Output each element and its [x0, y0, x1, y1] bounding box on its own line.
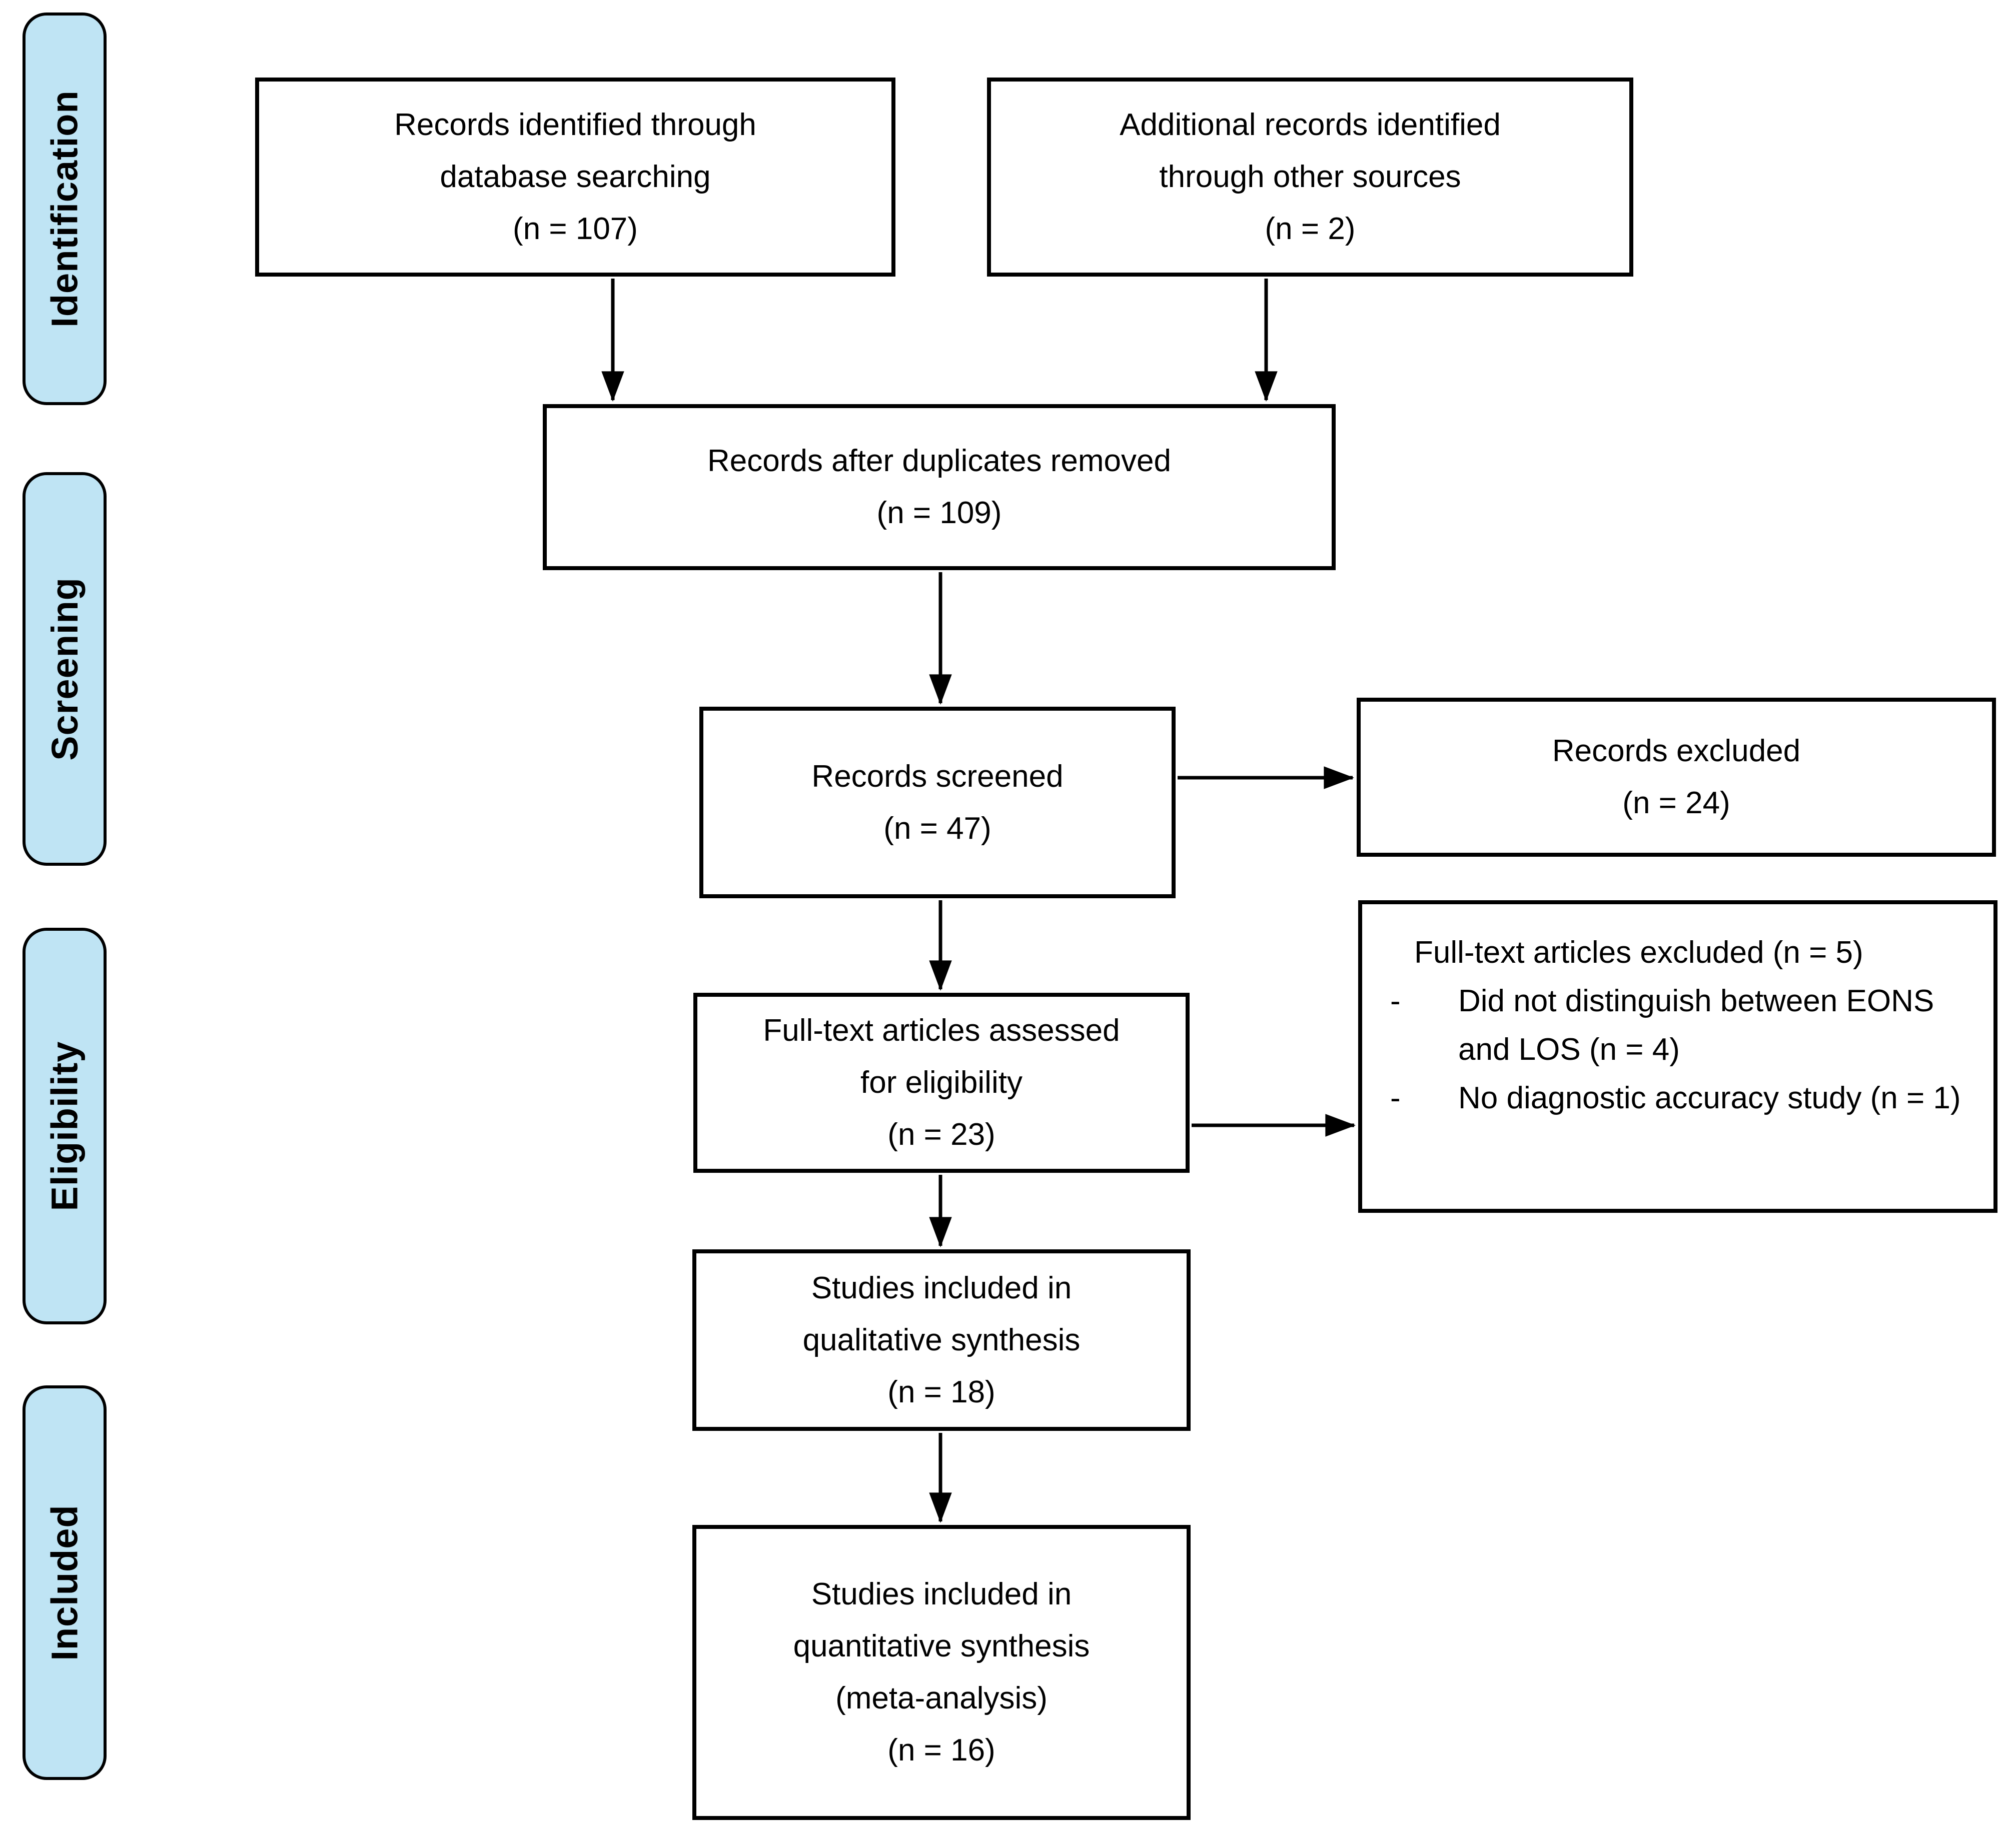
text-line: qualitative synthesis	[802, 1322, 1081, 1357]
text-line: (n = 2)	[1265, 212, 1356, 246]
box-qualitative-synthesis: Studies included in qualitative synthesi…	[692, 1249, 1191, 1431]
stage-included: Included	[23, 1385, 107, 1780]
text-line: quantitative synthesis	[793, 1629, 1090, 1663]
box-records-identified: Records identified through database sear…	[255, 78, 895, 277]
exclusion-bullet: - Did not distinguish between EONS and L…	[1390, 977, 1978, 1074]
text-line: Studies included in	[811, 1577, 1072, 1611]
stage-label-eligibility: Eligibility	[44, 1041, 86, 1211]
stage-eligibility: Eligibility	[23, 928, 107, 1324]
text-line: (n = 107)	[513, 212, 638, 246]
text-line: (n = 16)	[887, 1733, 995, 1767]
text-line: Records after duplicates removed	[707, 444, 1171, 478]
text-line: for eligibility	[860, 1065, 1023, 1100]
text-line: Studies included in	[811, 1270, 1072, 1305]
bullet-text: Did not distinguish between EONS and LOS…	[1458, 984, 1934, 1067]
box-additional-records: Additional records identified through ot…	[987, 78, 1633, 277]
text-line: Additional records identified	[1120, 108, 1501, 142]
text-line: (n = 24)	[1622, 786, 1730, 820]
box-quantitative-synthesis: Studies included in quantitative synthes…	[692, 1525, 1191, 1820]
text-line: database searching	[440, 160, 711, 194]
text-line: Records screened	[811, 759, 1064, 794]
text-line: (n = 18)	[887, 1374, 995, 1409]
box-records-screened: Records screened (n = 47)	[699, 707, 1176, 898]
text-line: (n = 47)	[883, 811, 991, 846]
text-line: Full-text articles assessed	[763, 1013, 1120, 1048]
text-line: (meta-analysis)	[835, 1681, 1048, 1715]
text-line: Records excluded	[1552, 734, 1801, 768]
box-fulltext-assessed: Full-text articles assessed for eligibil…	[693, 993, 1190, 1173]
exclusion-bullet: - No diagnostic accuracy study (n = 1)	[1390, 1074, 1978, 1122]
box-fulltext-excluded: Full-text articles excluded (n = 5) - Di…	[1358, 900, 1997, 1213]
box-records-excluded: Records excluded (n = 24)	[1357, 698, 1996, 857]
bullet-text: No diagnostic accuracy study (n = 1)	[1458, 1081, 1961, 1115]
exclusion-heading: Full-text articles excluded (n = 5)	[1414, 935, 1863, 970]
text-line: through other sources	[1159, 160, 1461, 194]
stage-screening: Screening	[23, 472, 107, 866]
text-line: (n = 109)	[876, 496, 1002, 530]
stage-label-screening: Screening	[44, 577, 86, 761]
bullet-dash: -	[1390, 1081, 1401, 1115]
stage-label-identification: Identification	[44, 90, 86, 328]
text-line: (n = 23)	[887, 1117, 995, 1152]
text-line: Records identified through	[394, 108, 756, 142]
stage-identification: Identification	[23, 13, 107, 405]
box-duplicates-removed: Records after duplicates removed (n = 10…	[543, 404, 1336, 570]
stage-label-included: Included	[44, 1504, 86, 1661]
bullet-dash: -	[1390, 984, 1401, 1018]
